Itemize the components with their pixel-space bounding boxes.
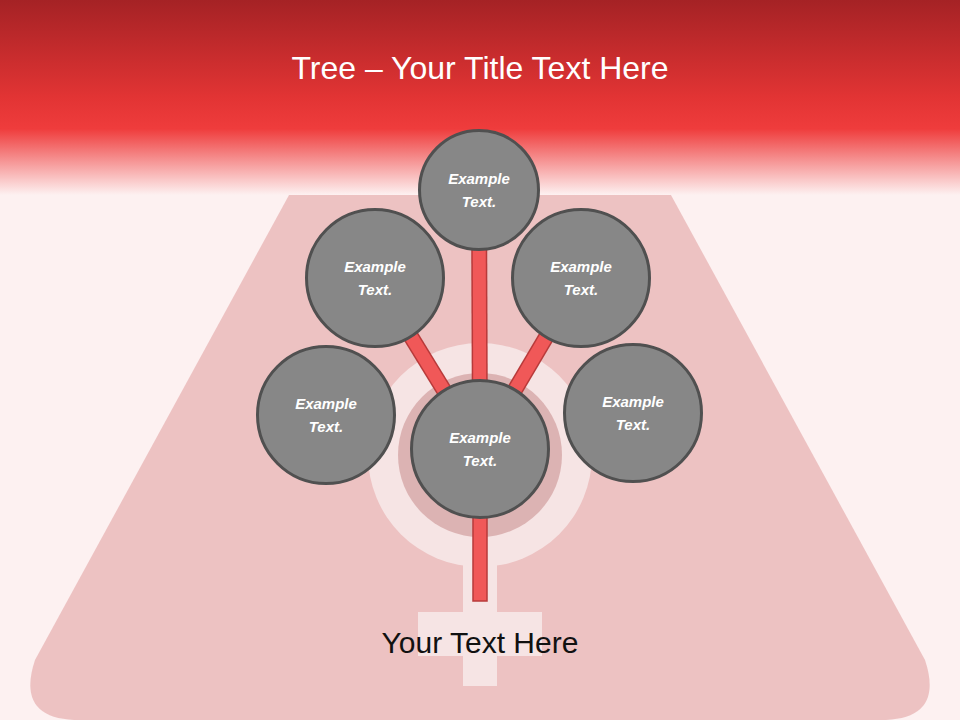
flask-shape [30, 120, 929, 720]
node-text: Example Text. [340, 255, 410, 301]
circle-node: Example Text. [256, 345, 396, 485]
tree-branch [410, 334, 446, 393]
slide-title: Tree – Your Title Text Here [0, 50, 960, 87]
branch-stroke [473, 247, 487, 383]
circle-node: Example Text. [563, 343, 703, 483]
node-text: Example Text. [546, 255, 616, 301]
tree-branch [514, 335, 548, 392]
branch-stroke [514, 335, 548, 392]
caption-label: Your Text Here [382, 626, 579, 660]
tree-trunk [473, 515, 487, 601]
female-symbol-inner [398, 373, 562, 537]
branch-stroke [410, 334, 446, 393]
branch-stroke [471, 247, 488, 383]
branch-stroke [514, 335, 548, 392]
circle-node: Example Text. [410, 379, 550, 519]
circle-node: Example Text. [305, 208, 445, 348]
circle-node: Example Text. [511, 208, 651, 348]
node-text: Example Text. [444, 167, 514, 213]
node-text: Example Text. [445, 426, 515, 472]
branch-stroke [410, 334, 446, 393]
circle-node: Example Text. [418, 129, 540, 251]
tree-branch [479, 247, 481, 383]
node-text: Example Text. [291, 392, 361, 438]
node-text: Example Text. [598, 390, 668, 436]
